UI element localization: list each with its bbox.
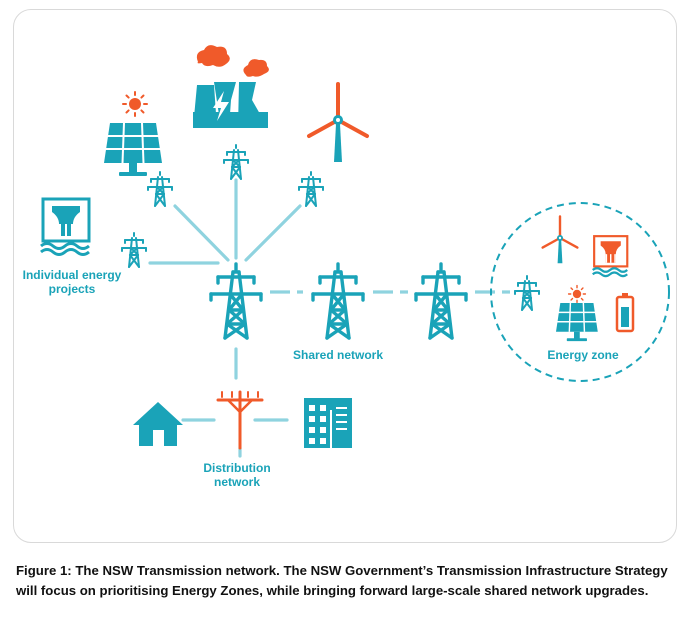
hydro-dam-icon [592,235,629,278]
label-shared-network: Shared network [292,348,384,362]
transmission-tower-icon [121,232,147,268]
wind-turbine-icon [307,82,369,164]
transmission-tower-icon [414,262,468,340]
power-pole-icon [216,390,264,450]
energy-zone-boundary [490,202,670,382]
battery-icon [615,293,635,333]
house-icon [133,402,183,446]
transmission-tower-icon [514,275,540,311]
solar-panel-icon [555,302,599,342]
transmission-tower-icon [298,171,324,207]
transmission-tower-icon [209,262,263,340]
wind-turbine-icon [541,215,579,265]
figure-caption: Figure 1: The NSW Transmission network. … [16,563,668,598]
network-diagram [39,45,670,458]
power-station-icon [193,45,269,128]
hydro-dam-icon [39,197,91,256]
label-energy-zone: Energy zone [547,348,619,362]
office-building-icon [304,398,352,448]
sun-icon [122,91,148,117]
connector-lines [148,178,302,458]
lightning-bolt-icon [213,91,229,121]
transmission-tower-icon [311,262,365,340]
transmission-tower-icon [223,144,249,180]
transmission-tower-icon [147,171,173,207]
label-individual-energy-projects: Individual energy projects [22,268,122,296]
solar-panel-icon [103,122,163,177]
label-distribution-network: Distribution network [203,461,271,489]
sun-icon [567,284,587,304]
